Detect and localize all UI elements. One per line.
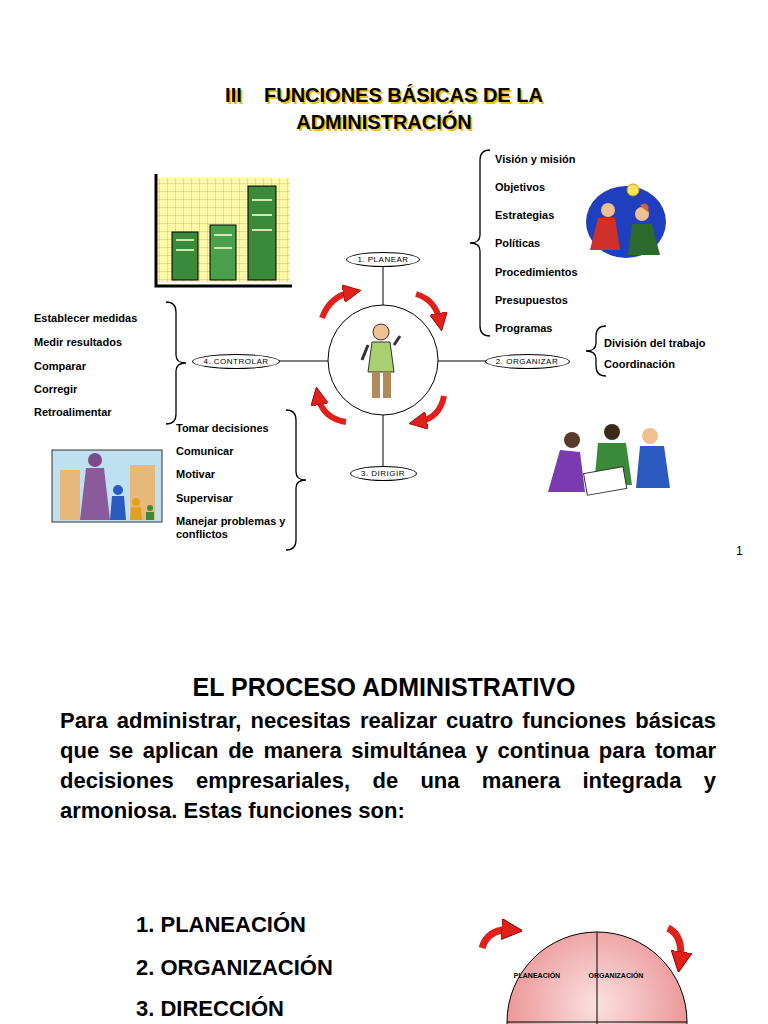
list-item: Manejar problemas y conflictos <box>176 515 298 541</box>
oval-label: 1. PLANEAR <box>346 252 420 267</box>
oval-label: 2. ORGANIZAR <box>485 354 570 369</box>
list-item: Políticas <box>495 237 615 250</box>
list-item: Estrategias <box>495 209 615 222</box>
oval-text: 2. ORGANIZAR <box>496 357 558 366</box>
list-item: División del trabajo <box>604 337 744 350</box>
cross-lines <box>240 262 525 470</box>
oval-text: 3. DIRIGIR <box>361 469 405 478</box>
pie-label: ORGANIZACIÓN <box>585 972 647 980</box>
people-clipart <box>586 184 666 258</box>
list-item: Motivar <box>176 468 296 481</box>
list-item: Medir resultados <box>34 336 174 349</box>
page-number: 1 <box>736 544 756 558</box>
curly-brace <box>286 410 306 550</box>
slide-title: III FUNCIONES BÁSICAS DE LA ADMINISTRACI… <box>200 82 568 136</box>
numbered-item: 1. PLANEACIÓN <box>136 912 436 938</box>
family-clipart <box>52 450 162 522</box>
chart-clipart <box>156 174 292 286</box>
center-circle <box>328 305 438 415</box>
list-item: Presupuestos <box>495 294 615 307</box>
manager-figure <box>362 324 400 398</box>
list-item: Coordinación <box>604 358 744 371</box>
oval-text: 4. CONTROLAR <box>203 357 268 366</box>
curly-brace <box>586 326 606 376</box>
cycle-arrows <box>318 292 444 422</box>
list-item: Procedimientos <box>495 266 615 279</box>
curly-brace <box>470 150 490 336</box>
list-item: Tomar decisiones <box>176 422 296 435</box>
list-item: Retroalimentar <box>34 406 174 419</box>
oval-text: 1. PLANEAR <box>357 255 408 264</box>
list-item: Corregir <box>34 383 174 396</box>
list-item: Programas <box>495 322 615 335</box>
list-item: Supervisar <box>176 492 296 505</box>
meeting-clipart <box>548 424 670 495</box>
section-heading: EL PROCESO ADMINISTRATIVO <box>100 672 668 702</box>
oval-label: 4. CONTROLAR <box>192 354 280 369</box>
numbered-item: 2. ORGANIZACIÓN <box>136 955 436 981</box>
list-item: Visión y misión <box>495 153 615 166</box>
oval-label: 3. DIRIGIR <box>350 466 417 481</box>
list-item: Objetivos <box>495 181 615 194</box>
process-pie <box>482 928 687 1024</box>
list-item: Comparar <box>34 360 174 373</box>
paragraph: Para administrar, necesitas realizar cua… <box>60 706 716 826</box>
list-item: Establecer medidas <box>34 312 174 325</box>
curly-brace <box>166 302 186 424</box>
list-item: Comunicar <box>176 445 296 458</box>
numbered-item: 3. DIRECCIÓN <box>136 996 436 1022</box>
pie-label: PLANEACIÓN <box>513 972 561 980</box>
